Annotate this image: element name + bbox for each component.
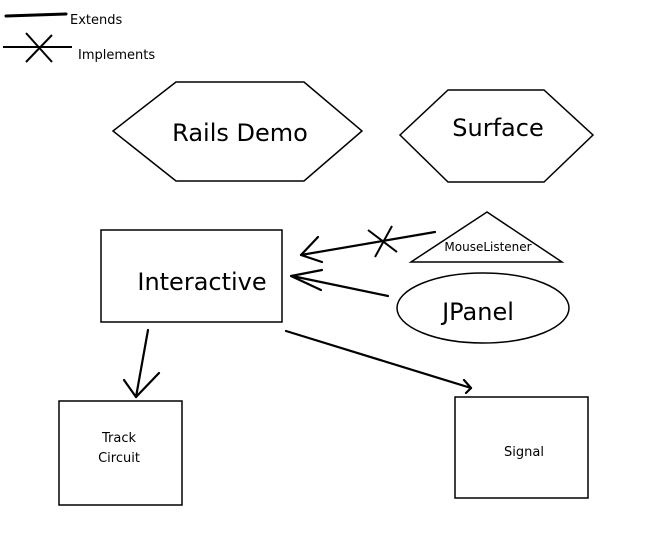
legend-extends-label: Extends xyxy=(70,13,122,28)
node-interactive: Interactive xyxy=(100,229,283,323)
rectangle-shape xyxy=(58,400,183,506)
edge-interactive-extends-track-circuit xyxy=(122,328,161,399)
cross-icon xyxy=(367,225,398,258)
node-label: Surface xyxy=(452,114,543,142)
arrow-head-icon xyxy=(122,371,161,399)
node-label: MouseListener xyxy=(444,240,531,254)
edge-mouselistener-implements-interactive xyxy=(299,225,437,264)
cross-icon xyxy=(25,32,53,63)
hexagon-shape xyxy=(111,81,364,182)
edge-interactive-extends-signal xyxy=(284,329,473,395)
triangle-shape xyxy=(408,211,565,263)
node-label: JPanel xyxy=(440,298,514,326)
node-label: Signal xyxy=(504,445,544,460)
rectangle-shape xyxy=(454,396,589,499)
edge-jpanel-extends-interactive xyxy=(289,268,390,298)
node-surface: Surface xyxy=(398,89,595,183)
node-signal: Signal xyxy=(454,396,589,499)
ellipse-shape xyxy=(396,272,570,344)
node-track-circuit: Track Circuit xyxy=(58,400,183,506)
node-label-line1: Track xyxy=(101,431,136,446)
edge-line xyxy=(284,329,473,390)
node-label: Rails Demo xyxy=(172,119,308,147)
arrow-head-icon xyxy=(299,235,324,264)
node-jpanel: JPanel xyxy=(396,272,570,344)
edge-line xyxy=(299,230,437,257)
arrow-head-icon xyxy=(462,378,473,395)
legend-implements-label: Implements xyxy=(78,48,155,63)
rectangle-shape xyxy=(100,229,283,323)
node-rails-demo: Rails Demo xyxy=(111,81,364,182)
node-label: Interactive xyxy=(137,268,266,296)
edge-line xyxy=(134,328,150,399)
arrow-head-icon xyxy=(289,268,324,292)
hexagon-shape xyxy=(398,89,595,183)
edge-line xyxy=(290,274,390,298)
legend: Extends Implements xyxy=(3,12,155,63)
node-mouse-listener: MouseListener xyxy=(408,211,565,263)
node-label-line2: Circuit xyxy=(98,451,140,466)
legend-extends-line xyxy=(4,12,68,18)
